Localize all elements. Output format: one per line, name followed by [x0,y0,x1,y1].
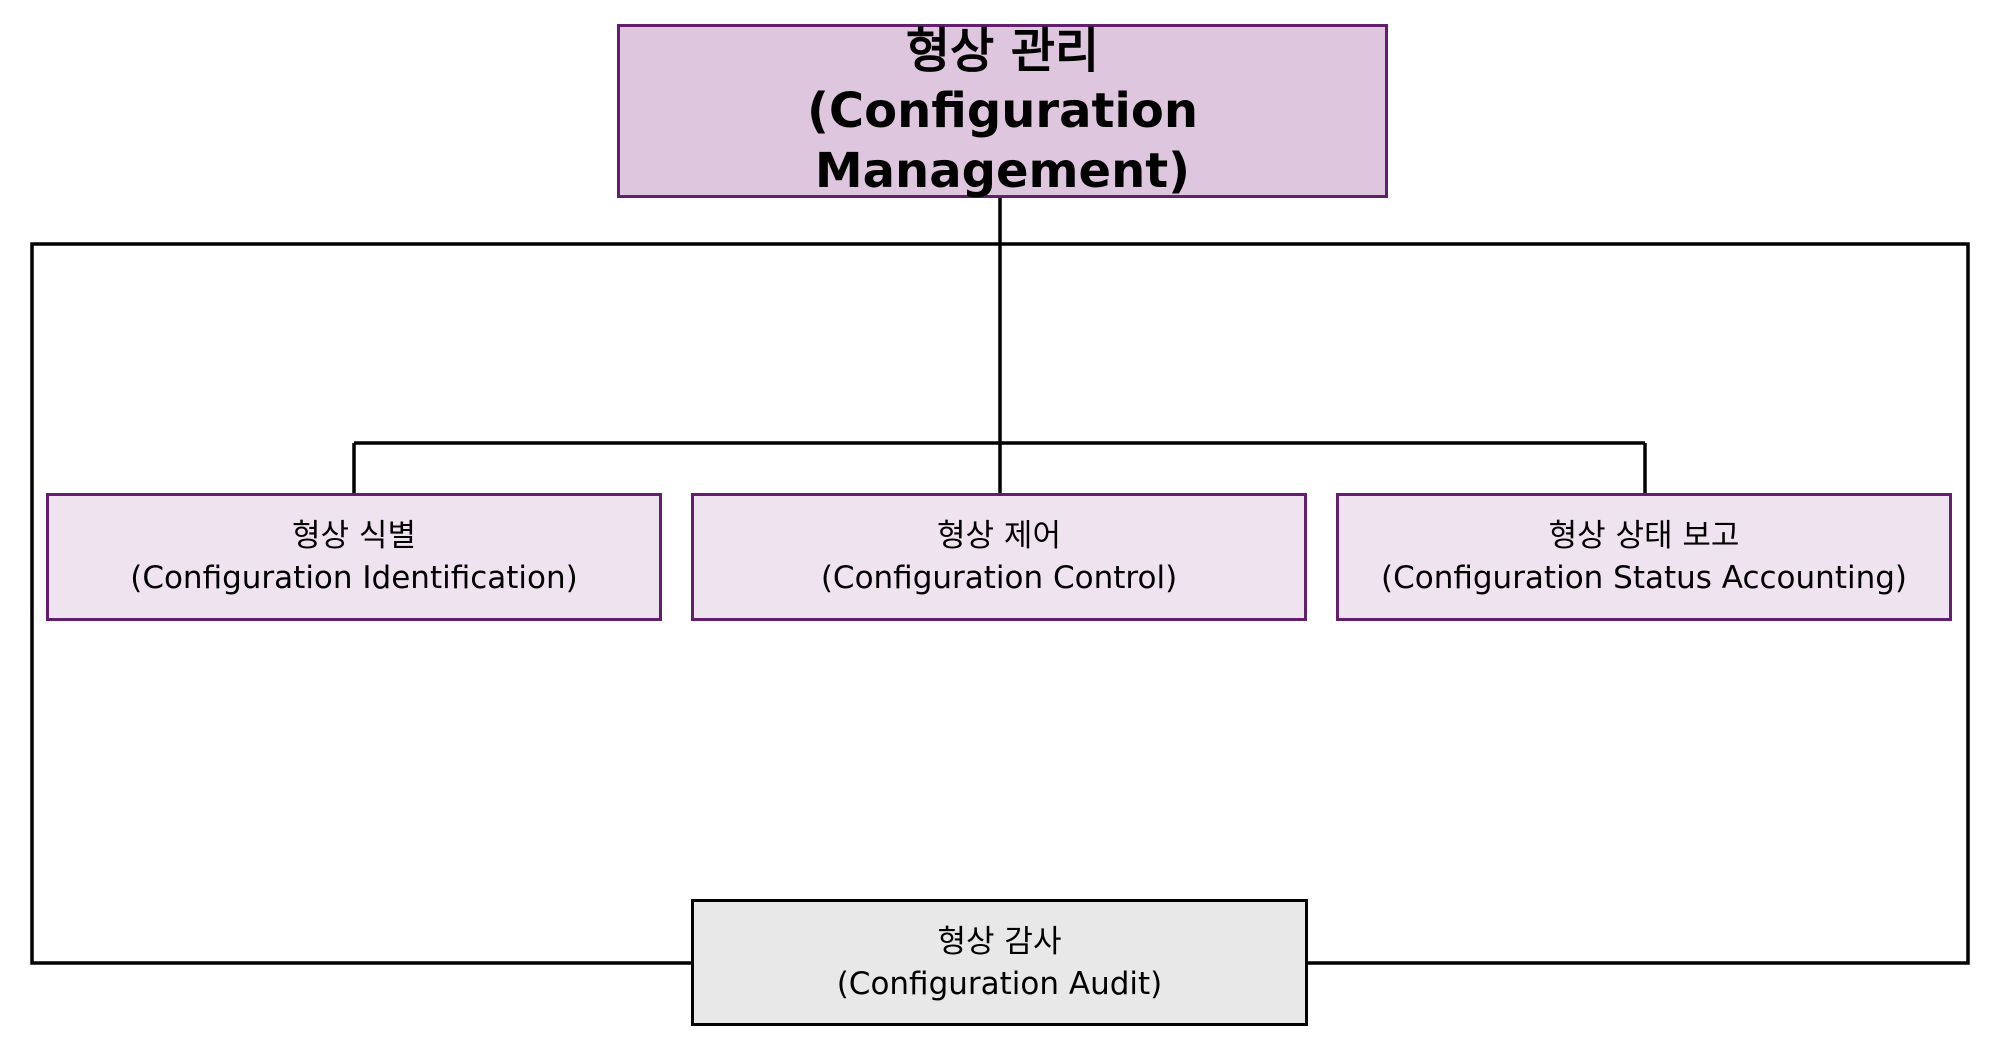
configuration-management-box: 형상 관리 (Configuration Management) [617,23,1388,199]
identification-label-ko: 형상 식별 [292,518,416,554]
configuration-identification-box: 형상 식별 (Configuration Identification) [46,493,662,621]
audit-frame-line [30,242,1970,965]
control-label-en: (Configuration Control) [820,560,1178,596]
root-title-ko: 형상 관리 [905,23,1100,79]
configuration-control-box: 형상 제어 (Configuration Control) [691,493,1307,621]
audit-label-ko: 형상 감사 [937,923,1062,960]
control-label-ko: 형상 제어 [937,518,1061,554]
status-accounting-label-ko: 형상 상태 보고 [1548,518,1740,554]
audit-label-en: (Configuration Audit) [836,965,1163,1002]
identification-label-en: (Configuration Identification) [130,560,578,596]
status-accounting-label-en: (Configuration Status Accounting) [1380,560,1908,596]
configuration-audit-box: 형상 감사 (Configuration Audit) [691,899,1308,1026]
root-title-en: (Configuration Management) [806,83,1199,199]
configuration-status-accounting-box: 형상 상태 보고 (Configuration Status Accountin… [1336,493,1952,621]
